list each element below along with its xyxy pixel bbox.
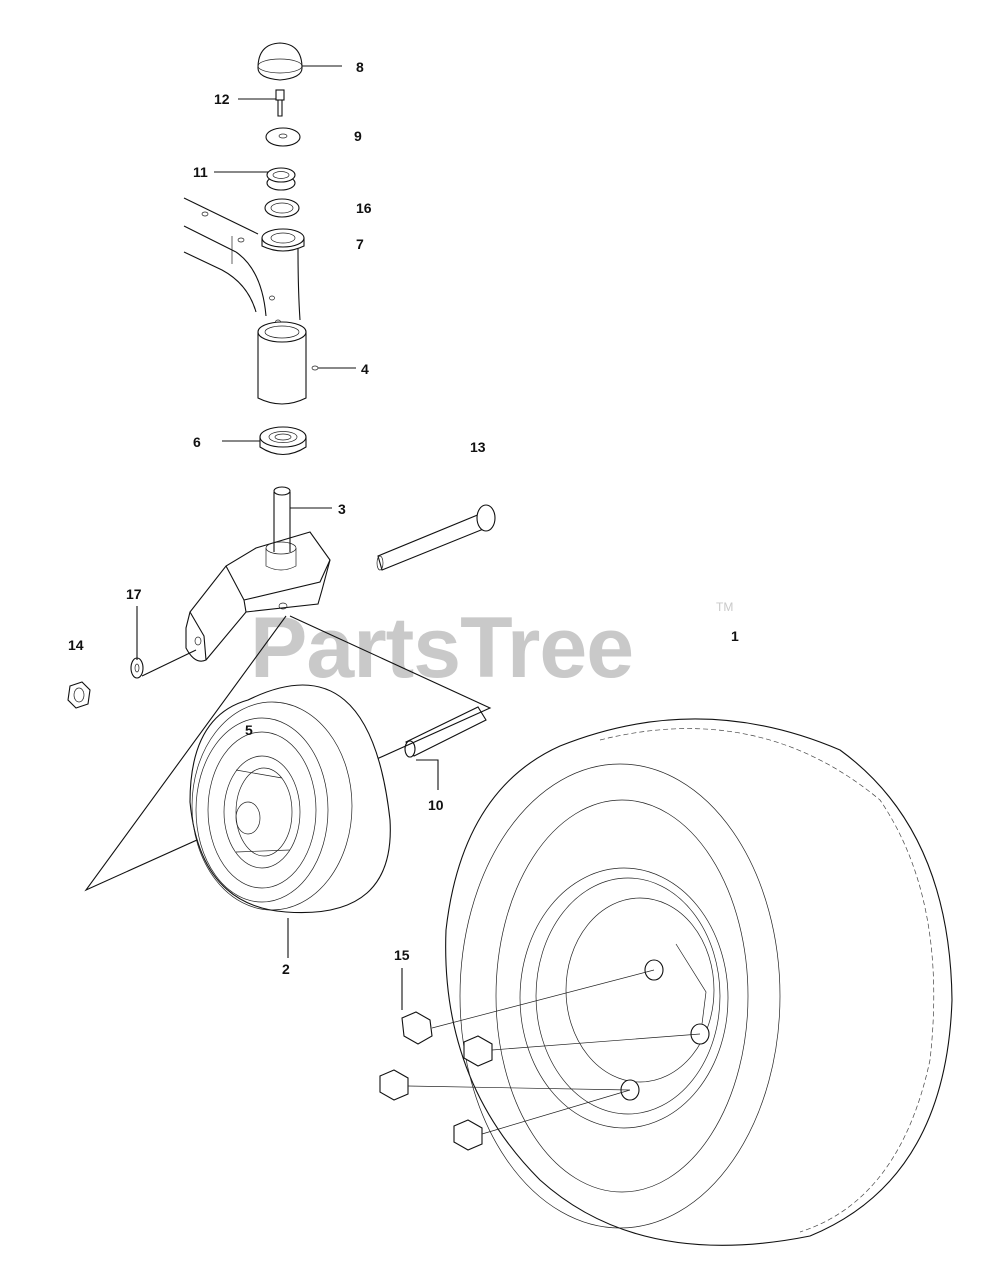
part-lock-nut[interactable] xyxy=(67,681,91,709)
part-grease-fitting[interactable] xyxy=(275,89,285,117)
part-lug-nuts[interactable] xyxy=(379,969,701,1151)
part-washer-small[interactable] xyxy=(130,657,144,679)
part-seal-ring[interactable] xyxy=(264,198,300,218)
callout-8[interactable]: 8 xyxy=(356,59,364,75)
watermark-trademark: TM xyxy=(716,600,733,614)
leader-lines xyxy=(136,65,439,1010)
part-caster-fork[interactable] xyxy=(185,486,331,662)
callout-11[interactable]: 11 xyxy=(193,164,208,180)
part-caster-frame-arm xyxy=(183,197,301,325)
part-lower-bearing[interactable] xyxy=(259,426,307,456)
callout-3[interactable]: 3 xyxy=(338,501,346,517)
part-caster-wheel[interactable] xyxy=(189,684,391,914)
callout-12[interactable]: 12 xyxy=(214,91,230,107)
callout-7[interactable]: 7 xyxy=(356,236,364,252)
callout-9[interactable]: 9 xyxy=(354,128,362,144)
callout-17[interactable]: 17 xyxy=(126,586,142,602)
callout-15[interactable]: 15 xyxy=(394,947,410,963)
part-axle-bolt[interactable] xyxy=(376,504,496,571)
watermark-text: PartsTree xyxy=(250,600,633,696)
callout-2[interactable]: 2 xyxy=(282,961,290,977)
callout-4[interactable]: 4 xyxy=(361,361,369,377)
callout-1[interactable]: 1 xyxy=(731,628,739,644)
part-washer-top[interactable] xyxy=(265,127,301,147)
callout-10[interactable]: 10 xyxy=(428,797,444,813)
callout-13[interactable]: 13 xyxy=(470,439,486,455)
part-dust-cap[interactable] xyxy=(257,42,303,81)
callout-16[interactable]: 16 xyxy=(356,200,372,216)
part-drive-tire[interactable] xyxy=(445,718,953,1246)
part-spacer-tube[interactable] xyxy=(404,706,487,758)
part-slotted-nut[interactable] xyxy=(266,167,296,191)
callout-6[interactable]: 6 xyxy=(193,434,201,450)
callout-5[interactable]: 5 xyxy=(245,722,253,738)
part-caster-housing[interactable] xyxy=(257,321,319,405)
callout-14[interactable]: 14 xyxy=(68,637,84,653)
part-upper-bearing[interactable] xyxy=(261,228,305,252)
